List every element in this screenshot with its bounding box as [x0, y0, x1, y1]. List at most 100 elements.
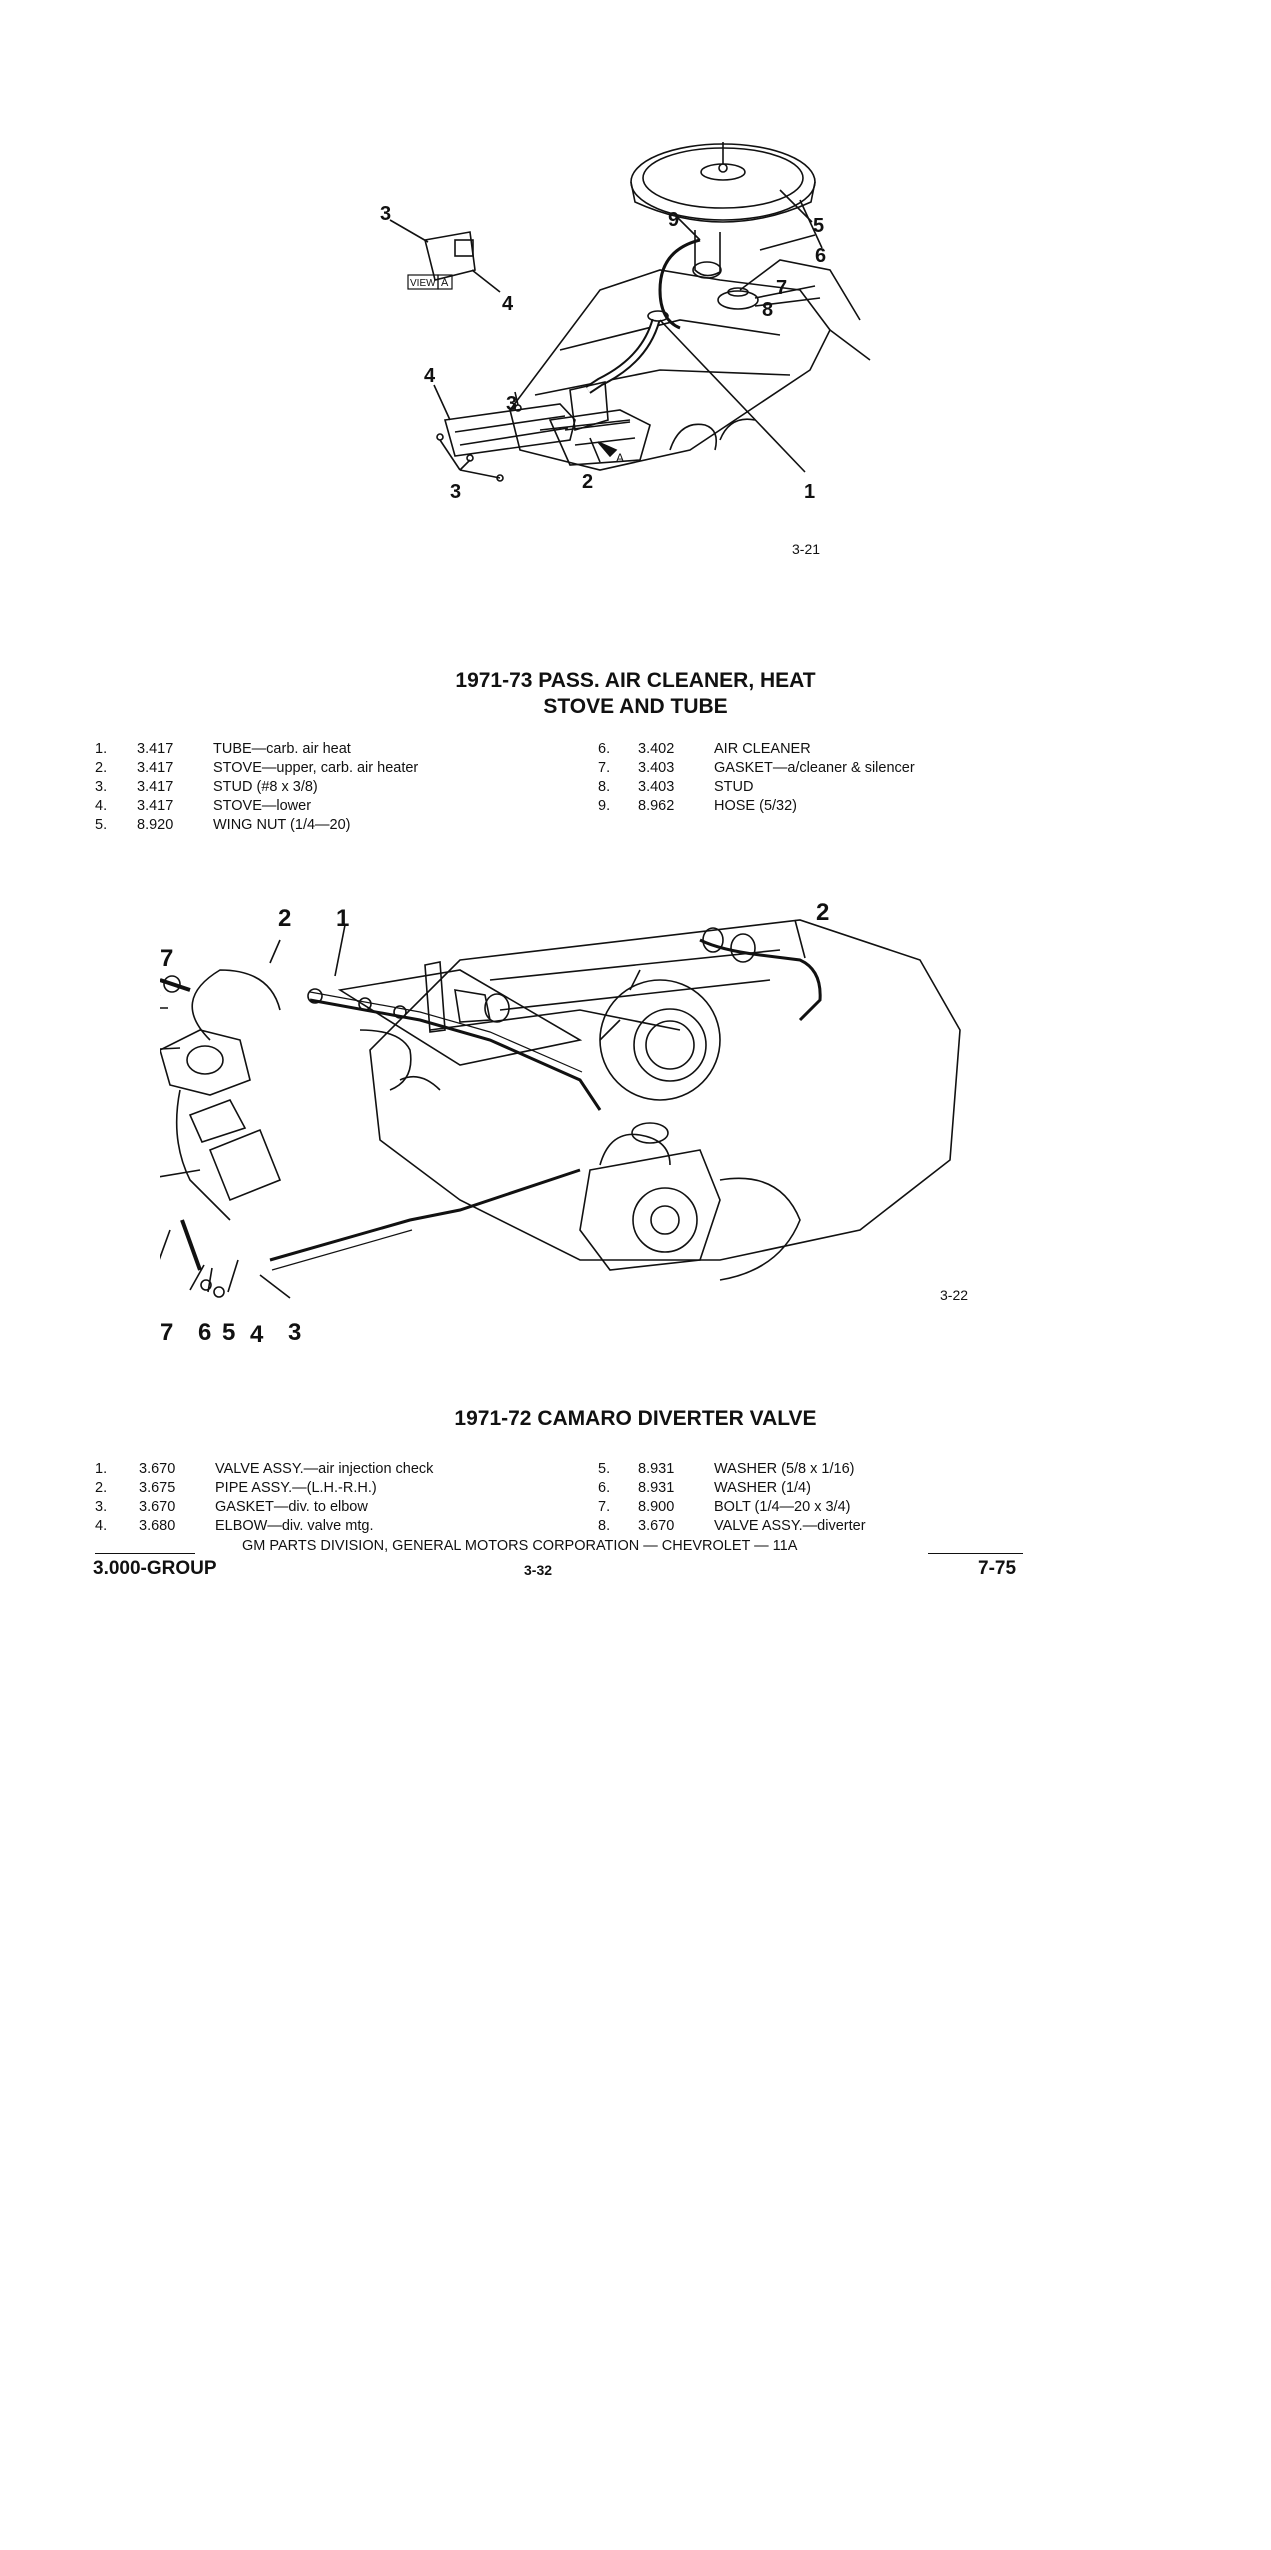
figure1-caption: 1971-73 PASS. AIR CLEANER, HEAT STOVE AN… [0, 668, 1271, 720]
part-number: 4. [95, 798, 108, 814]
figure1-parts-right: 6. 3.402 AIR CLEANER 7. 3.403 GASKET—a/clean… [598, 740, 1058, 816]
part-description: WASHER (1/4) [714, 1480, 811, 1496]
callout-4: 4 [250, 1321, 264, 1348]
part-group: 3.675 [139, 1480, 176, 1496]
part-number: 8. [598, 779, 611, 795]
part-group: 3.403 [638, 779, 675, 795]
part-group: 8.962 [638, 798, 675, 814]
part-description: VALVE ASSY.—diverter [714, 1518, 866, 1534]
part-description: HOSE (5/32) [714, 798, 797, 814]
parts-row: 7. 3.403 GASKET—a/cleaner & silencer [598, 759, 1058, 778]
part-number: 6. [598, 1480, 611, 1496]
figure-diverter-valve-diagram: 2 1 2 7 6 5 8 3 7 6 5 4 3 3-22 [160, 880, 1060, 1360]
callout-6: 6 [198, 1319, 211, 1346]
part-number: 1. [95, 1461, 108, 1477]
callout-4: 4 [502, 293, 514, 315]
callout-7: 7 [160, 945, 173, 972]
parts-row: 5. 8.920 WING NUT (1/4—20) [95, 816, 515, 835]
callout-6: 6 [815, 245, 826, 267]
callout-8: 8 [762, 299, 773, 321]
part-number: 3. [95, 1499, 108, 1515]
part-number: 8. [598, 1518, 611, 1534]
parts-row: 8. 3.670 VALVE ASSY.—diverter [598, 1517, 1058, 1536]
figure2-parts-left: 1. 3.670 VALVE ASSY.—air injection check 2… [95, 1460, 535, 1536]
part-group: 3.670 [139, 1499, 176, 1515]
part-group: 3.417 [137, 741, 174, 757]
page-number: 3-32 [524, 1562, 553, 1578]
part-description: WASHER (5/8 x 1/16) [714, 1461, 855, 1477]
part-number: 4. [95, 1518, 108, 1534]
part-group: 3.670 [638, 1518, 675, 1534]
part-group: 3.402 [638, 741, 675, 757]
view-letter: A [441, 277, 449, 289]
figure-id: 3-22 [940, 1287, 968, 1303]
part-description: VALVE ASSY.—air injection check [215, 1461, 434, 1477]
part-description: STOVE—upper, carb. air heater [213, 760, 419, 776]
callout-9: 9 [668, 209, 679, 231]
air-cleaner-illustration: VIEW A A 3 4 3 4 3 2 1 9 5 6 7 8 3-21 [380, 142, 871, 557]
part-group: 3.670 [139, 1461, 176, 1477]
part-description: AIR CLEANER [714, 741, 811, 757]
part-group: 8.931 [638, 1480, 675, 1496]
figure1-caption-line2: STOVE AND TUBE [543, 695, 728, 718]
part-group: 3.417 [137, 798, 174, 814]
group-label: 3.000-GROUP [93, 1558, 217, 1579]
part-description: BOLT (1/4—20 x 3/4) [714, 1499, 851, 1515]
part-group: 8.900 [638, 1499, 675, 1515]
parts-row: 2. 3.417 STOVE—upper, carb. air heater [95, 759, 515, 778]
callout-2: 2 [816, 899, 829, 926]
callout-1: 1 [336, 905, 349, 932]
figure1-caption-line1: 1971-73 PASS. AIR CLEANER, HEAT [455, 669, 816, 692]
part-description: TUBE—carb. air heat [213, 741, 351, 757]
figure-id: 3-21 [792, 541, 820, 557]
footer-rule-left [95, 1553, 195, 1554]
callout-7: 7 [160, 1319, 173, 1346]
view-arrow-letter: A [616, 451, 624, 465]
revision-date: 7-75 [978, 1558, 1017, 1579]
callout-7: 7 [776, 277, 787, 299]
figure2-caption: 1971-72 CAMARO DIVERTER VALVE [454, 1407, 817, 1430]
figure-air-cleaner-diagram: VIEW A A 3 4 3 4 3 2 1 9 5 6 7 8 3-21 [360, 120, 880, 600]
part-description: GASKET—a/cleaner & silencer [714, 760, 915, 776]
part-number: 2. [95, 1480, 108, 1496]
callout-5: 5 [813, 215, 824, 237]
part-description: PIPE ASSY.—(L.H.-R.H.) [215, 1480, 377, 1496]
part-description: GASKET—div. to elbow [215, 1499, 368, 1515]
part-number: 5. [598, 1461, 611, 1477]
part-number: 6. [598, 741, 611, 757]
callout-3: 3 [288, 1319, 301, 1346]
part-number: 5. [95, 817, 108, 833]
parts-row: 9. 8.962 HOSE (5/32) [598, 797, 1058, 816]
callout-1: 1 [804, 481, 815, 503]
part-description: STUD [714, 779, 754, 795]
part-number: 7. [598, 760, 611, 776]
part-number: 2. [95, 760, 108, 776]
part-group: 3.417 [137, 779, 174, 795]
parts-row: 8. 3.403 STUD [598, 778, 1058, 797]
diverter-valve-illustration: 2 1 2 7 6 5 8 3 7 6 5 4 3 3-22 [160, 899, 968, 1348]
callout-3: 3 [380, 203, 391, 225]
parts-row: 3. 3.670 GASKET—div. to elbow [95, 1498, 535, 1517]
callout-4: 4 [424, 365, 436, 387]
view-label: VIEW [410, 278, 436, 289]
part-number: 9. [598, 798, 611, 814]
parts-row: 1. 3.670 VALVE ASSY.—air injection check [95, 1460, 535, 1479]
part-description: WING NUT (1/4—20) [213, 817, 351, 833]
part-group: 8.931 [638, 1461, 675, 1477]
part-description: STUD (#8 x 3/8) [213, 779, 318, 795]
parts-row: 6. 3.402 AIR CLEANER [598, 740, 1058, 759]
callout-3: 3 [450, 481, 461, 503]
callout-5: 5 [222, 1319, 235, 1346]
part-group: 3.403 [638, 760, 675, 776]
part-group: 8.920 [137, 817, 174, 833]
callout-2: 2 [278, 905, 291, 932]
part-group: 3.417 [137, 760, 174, 776]
part-number: 3. [95, 779, 108, 795]
part-number: 7. [598, 1499, 611, 1515]
callout-3: 3 [506, 393, 517, 415]
